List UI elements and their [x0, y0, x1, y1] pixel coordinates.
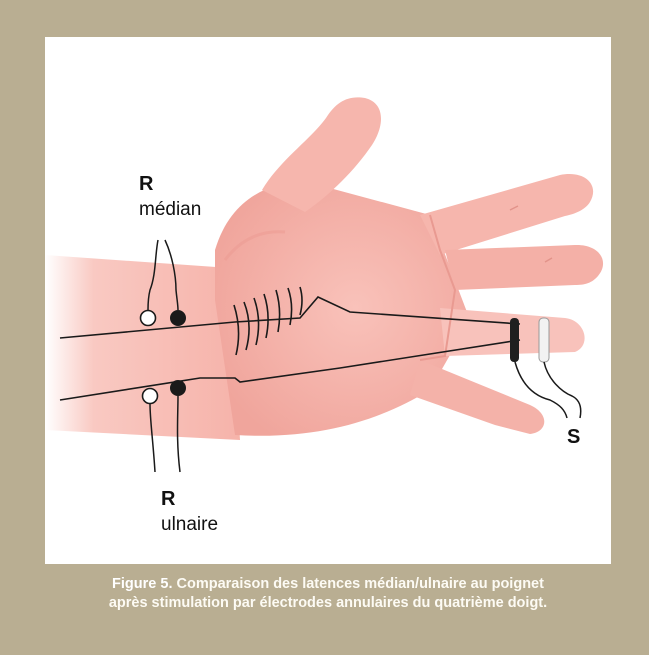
ring-electrode-icon-black: [510, 318, 519, 362]
label-r-bottom: R: [161, 488, 176, 510]
median-electrode-reference: [141, 311, 156, 326]
ulnar-electrode-active: [170, 380, 186, 396]
thumb-shape: [262, 97, 381, 212]
middle-finger-shape: [445, 245, 603, 290]
label-median: médian: [139, 199, 201, 220]
ring-electrode-icon-white: [539, 318, 549, 362]
index-finger-shape: [420, 174, 593, 255]
label-r-top: R: [139, 173, 154, 195]
ulnar-electrode-reference: [143, 389, 158, 404]
median-electrode-active: [170, 310, 186, 326]
caption-figure-label: Figure 5.: [112, 576, 172, 592]
caption-text-2: après stimulation par électrodes annulai…: [109, 595, 547, 611]
label-s: S: [567, 426, 580, 448]
forearm-shape: [45, 255, 240, 440]
caption-line-2: après stimulation par électrodes annulai…: [45, 594, 611, 613]
caption-line-1: Figure 5. Comparaison des latences média…: [45, 575, 611, 594]
figure-caption: Figure 5. Comparaison des latences média…: [45, 564, 611, 632]
caption-text-1: Comparaison des latences médian/ulnaire …: [177, 576, 544, 592]
little-finger-shape: [410, 360, 544, 434]
label-ulnaire: ulnaire: [161, 514, 218, 535]
